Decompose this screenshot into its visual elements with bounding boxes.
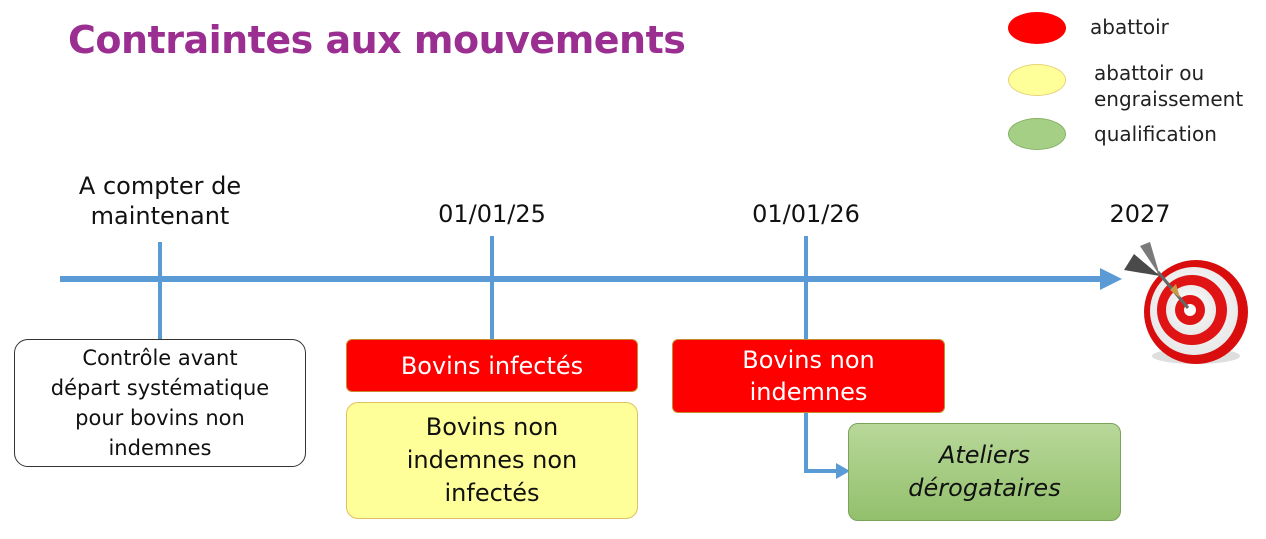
milestone-2025-label: 01/01/25 bbox=[438, 200, 546, 228]
milestone-2027-label: 2027 bbox=[1109, 200, 1171, 228]
legend-red-label: abattoir bbox=[1090, 15, 1169, 39]
box-control-text: Contrôle avant départ systématique pour … bbox=[50, 346, 270, 460]
box-control-before-departure: Contrôle avant départ systématique pour … bbox=[14, 339, 306, 467]
box-non-indemnes-text: Bovins non indemnes bbox=[742, 346, 875, 406]
legend-yellow-label: abattoir ou engraissement bbox=[1094, 61, 1244, 111]
legend-yellow-swatch bbox=[1008, 64, 1066, 96]
legend-red-swatch bbox=[1008, 12, 1066, 44]
box-bovins-non-indemnes: Bovins non indemnes bbox=[672, 339, 945, 413]
box-bovins-infectes: Bovins infectés bbox=[346, 339, 638, 392]
connector-arrow bbox=[804, 413, 850, 479]
box-ateliers-derogataires: Ateliers dérogataires bbox=[848, 423, 1121, 521]
target-dart-icon bbox=[1124, 242, 1248, 364]
milestone-now-label: A compter de maintenant bbox=[78, 172, 242, 230]
page-title: Contraintes aux mouvements bbox=[68, 18, 686, 62]
milestone-2026-label: 01/01/26 bbox=[752, 200, 860, 228]
box-ateliers-text: Ateliers dérogataires bbox=[908, 441, 1061, 502]
box-bovins-infectes-text: Bovins infectés bbox=[400, 351, 584, 380]
timeline-axis bbox=[60, 268, 1122, 290]
legend-green-swatch bbox=[1008, 118, 1066, 150]
box-bovins-non-indemnes-non-infectes: Bovins non indemnes non infectés bbox=[346, 402, 638, 519]
legend-green-label: qualification bbox=[1094, 122, 1217, 146]
box-non-infectes-text: Bovins non indemnes non infectés bbox=[406, 413, 578, 507]
